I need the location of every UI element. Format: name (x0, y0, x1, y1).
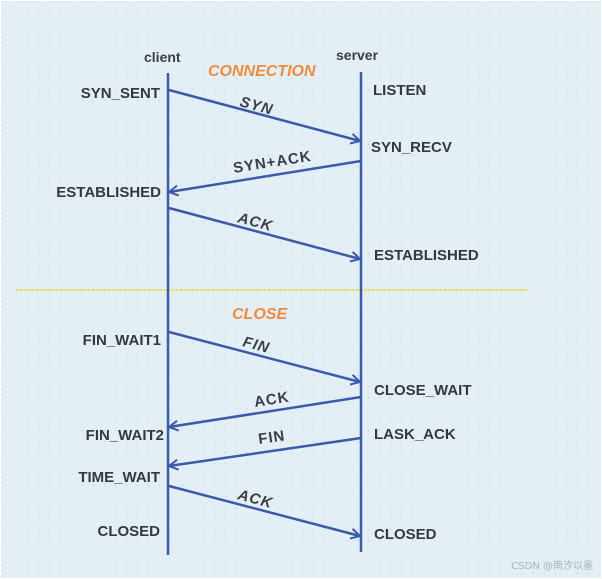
ack-label-2: ACK (253, 389, 291, 411)
fin-arrow-1 (168, 330, 360, 382)
fin-arrow-2 (169, 436, 362, 466)
syn-ack-arrow (169, 159, 362, 192)
syn-label: SYN (238, 93, 275, 118)
client-state-syn-sent: SYN_SENT (81, 85, 160, 102)
client-state-time-wait: TIME_WAIT (78, 469, 160, 486)
ack-arrow-3 (168, 484, 360, 536)
ack-arrow-1 (168, 206, 360, 259)
client-state-fin-wait2: FIN_WAIT2 (86, 427, 164, 444)
client-state-established: ESTABLISHED (56, 184, 161, 201)
fin-label-1: FIN (241, 333, 272, 356)
server-state-lask-ack: LASK_ACK (374, 426, 456, 443)
server-label: server (336, 47, 379, 63)
syn-arrow (168, 88, 360, 141)
fin-label-2: FIN (257, 427, 286, 448)
client-label: client (144, 49, 181, 65)
server-state-listen: LISTEN (373, 82, 426, 99)
server-state-established: ESTABLISHED (374, 247, 479, 264)
client-state-closed: CLOSED (97, 523, 160, 540)
connection-section-label: CONNECTION (208, 63, 316, 80)
ack-arrow-2 (169, 395, 362, 427)
server-state-syn-recv: SYN_RECV (371, 139, 452, 156)
server-state-close-wait: CLOSE_WAIT (374, 382, 472, 399)
server-state-closed: CLOSED (374, 526, 437, 543)
watermark: CSDN @南汐以墨 (511, 561, 593, 572)
close-section-label: CLOSE (232, 306, 288, 323)
syn-ack-label: SYN+ACK (232, 148, 313, 177)
client-state-fin-wait1: FIN_WAIT1 (83, 332, 161, 349)
